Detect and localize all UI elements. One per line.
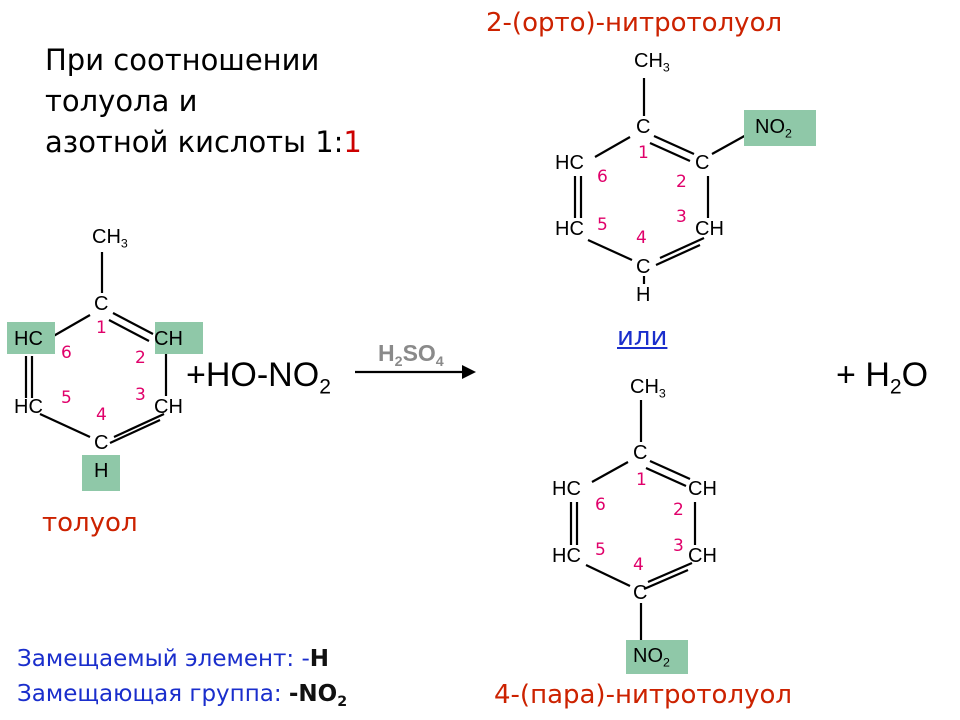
para-num-3: 3 [673, 536, 684, 556]
para-num-2: 2 [673, 500, 684, 520]
toluene-num-2: 2 [135, 348, 146, 368]
ortho-hc-5: HC [555, 218, 584, 240]
toluene-hc-6: HC [14, 328, 43, 350]
ortho-num-1: 1 [638, 143, 649, 163]
highlight-h-bottom [82, 455, 120, 491]
title-line-3-text: азотной кислоты 1: [45, 125, 344, 159]
water-product: + H2O [836, 356, 929, 399]
highlight-para-no2 [626, 640, 688, 674]
title-line-2: толуола и [45, 84, 198, 118]
ortho-num-2: 2 [676, 172, 687, 192]
toluene-h: H [94, 460, 109, 482]
problem-statement: При соотношении толуола и азотной кислот… [45, 40, 362, 163]
para-c1: C [633, 442, 648, 464]
highlight-ch-right [155, 322, 203, 354]
para-num-1: 1 [636, 470, 647, 490]
ratio-highlight: 1 [343, 125, 362, 159]
toluene-c1: C [94, 293, 109, 315]
ortho-name: 2-(орто)-нитротолуол [486, 8, 783, 38]
toluene-num-5: 5 [61, 388, 72, 408]
toluene-ch3: CH3 [92, 226, 128, 251]
ortho-num-3: 3 [676, 207, 687, 227]
para-num-5: 5 [595, 540, 606, 560]
para-no2: NO2 [633, 645, 670, 670]
toluene-num-1: 1 [96, 318, 107, 338]
title-line-3: азотной кислоты 1:1 [45, 122, 362, 163]
ortho-hc-6: HC [555, 152, 584, 174]
para-ch3: CH3 [630, 376, 666, 401]
toluene-num-6: 6 [61, 343, 72, 363]
ortho-num-4: 4 [636, 228, 647, 248]
para-ch-2: CH [688, 478, 717, 500]
ortho-c4: C [636, 256, 651, 278]
toluene-ch-2: CH [154, 328, 183, 350]
ortho-h: H [636, 284, 651, 306]
ortho-c2: C [695, 152, 710, 174]
para-num-4: 4 [633, 555, 644, 575]
toluene-ch-3: CH [154, 396, 183, 418]
para-ch-3: CH [688, 545, 717, 567]
replaced-element: Замещаемый элемент: -H [17, 646, 330, 672]
or-label: или [617, 322, 668, 352]
ortho-ch3: CH3 [634, 50, 670, 75]
ortho-ch-3: CH [695, 218, 724, 240]
ortho-c1: C [636, 116, 651, 138]
replacing-group: Замещающая группа: -NO2 [17, 681, 348, 710]
para-c4: C [633, 582, 648, 604]
toluene-hc-5: HC [14, 396, 43, 418]
toluene-name: толуол [42, 508, 138, 538]
toluene-c4: C [94, 432, 109, 454]
toluene-num-4: 4 [96, 405, 107, 425]
para-num-6: 6 [595, 495, 606, 515]
para-hc-6: HC [552, 478, 581, 500]
highlight-hc-left [7, 322, 55, 354]
para-hc-5: HC [552, 545, 581, 567]
para-name: 4-(пара)-нитротолуол [494, 680, 792, 710]
catalyst-h2so4: H2SO4 [378, 340, 444, 370]
ortho-num-5: 5 [597, 215, 608, 235]
highlight-ortho-no2 [744, 110, 816, 146]
reagent-formula: +HO-NO2 [186, 356, 331, 399]
ortho-num-6: 6 [597, 167, 608, 187]
toluene-num-3: 3 [135, 385, 146, 405]
ortho-no2: NO2 [755, 116, 792, 141]
title-line-1: При соотношении [45, 43, 320, 77]
